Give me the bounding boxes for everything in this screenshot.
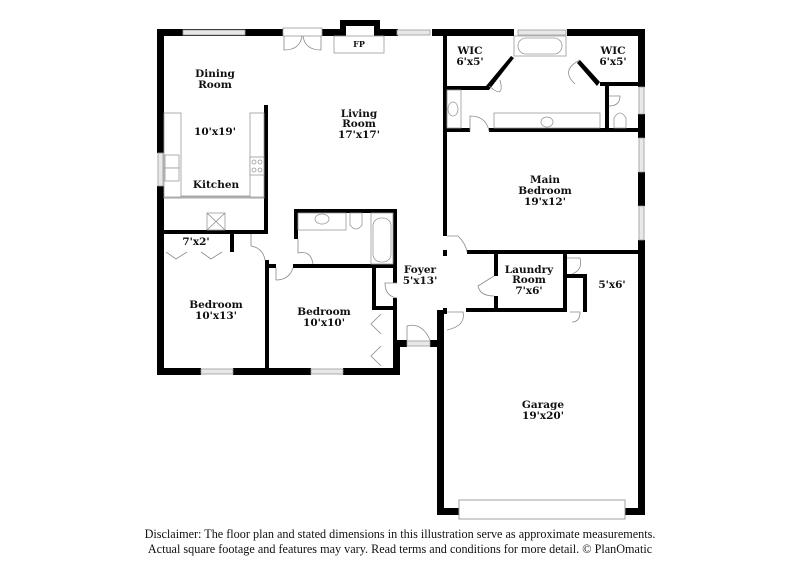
label-foyer-dim: 5'x13' bbox=[403, 275, 438, 287]
room-labels: Dining Room 10'x19' Kitchen Living Room … bbox=[182, 39, 626, 422]
label-living-dim: 17'x17' bbox=[338, 129, 380, 141]
label-laundry: Laundry bbox=[505, 264, 554, 276]
window bbox=[406, 340, 431, 347]
toilet bbox=[613, 112, 627, 129]
window bbox=[182, 29, 246, 36]
label-wic-right-dim: 6'x5' bbox=[599, 56, 626, 68]
fireplace bbox=[333, 35, 385, 54]
label-living-2: Room bbox=[342, 118, 376, 130]
sink bbox=[314, 213, 330, 225]
window bbox=[157, 152, 164, 187]
toilet bbox=[349, 212, 363, 230]
window bbox=[310, 368, 344, 375]
label-wic-left-dim: 6'x5' bbox=[456, 56, 483, 68]
label-main-bedroom-2: Bedroom bbox=[518, 185, 572, 197]
label-bedroom2-dim: 10'x10' bbox=[303, 317, 345, 329]
label-garage: Garage bbox=[522, 399, 564, 411]
label-closet-dim: 7'x2' bbox=[182, 236, 209, 248]
label-dining: Dining bbox=[195, 68, 235, 80]
bifold-door bbox=[165, 251, 223, 260]
label-laundry-dim: 7'x6' bbox=[515, 285, 542, 297]
label-bedroom1-dim: 10'x13' bbox=[195, 310, 237, 322]
window bbox=[200, 368, 234, 375]
interior-walls bbox=[157, 36, 645, 372]
bifold-door bbox=[370, 313, 382, 367]
window bbox=[638, 86, 645, 115]
label-fp: FP bbox=[353, 39, 365, 49]
disclaimer-line-2: Actual square footage and features may v… bbox=[147, 542, 653, 556]
label-wic-right: WIC bbox=[599, 45, 625, 57]
label-dining-2: Room bbox=[198, 79, 232, 91]
label-bedroom2: Bedroom bbox=[297, 306, 351, 318]
label-foyer: Foyer bbox=[404, 264, 437, 276]
label-living: Living bbox=[341, 108, 378, 120]
exterior-walls bbox=[157, 20, 645, 515]
stove bbox=[249, 156, 265, 176]
label-garage-dim: 19'x20' bbox=[522, 410, 564, 422]
window bbox=[638, 137, 645, 173]
label-main-bedroom-dim: 19'x12' bbox=[524, 196, 566, 208]
kitchen-sink bbox=[164, 154, 180, 169]
window bbox=[638, 205, 645, 241]
label-kitchen-dim: 10'x19' bbox=[194, 126, 236, 138]
label-kitchen: Kitchen bbox=[193, 179, 240, 191]
kitchen-counter-right bbox=[249, 112, 265, 199]
window bbox=[517, 29, 567, 36]
label-storage-dim: 5'x6' bbox=[598, 279, 625, 291]
disclaimer-line-1: Disclaimer: The floor plan and stated di… bbox=[144, 527, 656, 541]
garage-door bbox=[458, 499, 626, 520]
window bbox=[396, 29, 431, 36]
label-main-bedroom: Main bbox=[530, 174, 560, 186]
label-bedroom1: Bedroom bbox=[189, 299, 243, 311]
label-wic-left: WIC bbox=[456, 45, 482, 57]
fixtures bbox=[163, 27, 627, 367]
label-laundry-2: Room bbox=[512, 274, 546, 286]
windows bbox=[157, 29, 645, 520]
